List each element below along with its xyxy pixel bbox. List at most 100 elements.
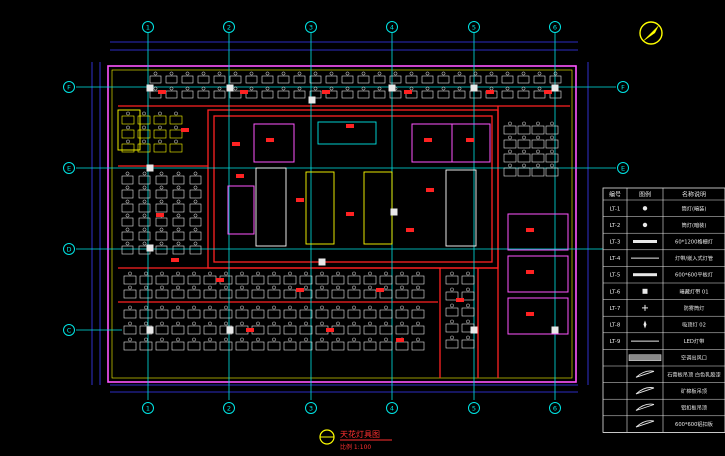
legend-description: 石膏板吊顶 白色乳胶漆: [667, 370, 721, 378]
legend-description: 铝扣板吊顶: [681, 404, 707, 412]
chair: [265, 86, 270, 91]
axis-bubble-label: 6: [553, 405, 557, 413]
desk: [531, 153, 545, 163]
desk: [155, 189, 168, 199]
chair: [550, 135, 554, 140]
chair: [450, 303, 454, 308]
chair: [352, 271, 356, 276]
chair: [128, 285, 132, 290]
chair: [208, 305, 212, 310]
chair: [450, 335, 454, 340]
desk: [153, 115, 167, 125]
desk: [172, 245, 185, 255]
chair: [336, 337, 340, 342]
chair: [368, 285, 372, 290]
desk: [437, 75, 450, 84]
desk: [283, 289, 297, 299]
legend-description: 空调出风口: [681, 354, 707, 362]
chair: [441, 86, 446, 91]
legend-row: 空调出风口: [603, 354, 725, 367]
chair: [473, 71, 478, 76]
chair: [522, 121, 526, 126]
desk: [155, 203, 168, 213]
axis-bubble-label: 2: [227, 24, 231, 32]
chair: [450, 319, 454, 324]
column-marker: [390, 208, 398, 216]
chair: [505, 86, 510, 91]
chair: [192, 321, 196, 326]
column-marker: [318, 258, 326, 266]
chair: [176, 241, 181, 246]
chair: [160, 271, 164, 276]
chair: [240, 337, 244, 342]
desk: [138, 231, 151, 241]
axis-bubble-top: 4: [386, 21, 398, 33]
chair: [400, 321, 404, 326]
chair: [265, 71, 270, 76]
chair: [416, 305, 420, 310]
desk: [517, 75, 530, 84]
legend-symbol-icon: [642, 288, 648, 294]
desk: [229, 75, 242, 84]
chair: [201, 86, 206, 91]
desk: [469, 75, 482, 84]
desk: [155, 325, 169, 335]
chair: [272, 305, 276, 310]
chair: [320, 305, 324, 310]
desk: [315, 309, 329, 319]
desk: [187, 309, 201, 319]
desk: [331, 275, 345, 285]
axis-bubble-top: 6: [549, 21, 561, 33]
legend-code: LT-8: [610, 323, 621, 329]
axis-bubble-left: D: [63, 243, 75, 255]
desk: [531, 125, 545, 135]
chair: [176, 171, 181, 176]
light-fixture-marker: [376, 288, 384, 292]
light-fixture-marker: [156, 213, 164, 217]
desk: [395, 309, 409, 319]
desk: [169, 115, 183, 125]
chair: [142, 199, 147, 204]
desk: [213, 90, 226, 99]
chair: [377, 71, 382, 76]
light-fixture-marker: [526, 270, 534, 274]
desk: [517, 153, 531, 163]
desk: [121, 189, 134, 199]
desk: [189, 231, 202, 241]
chair: [400, 285, 404, 290]
desk: [203, 325, 217, 335]
desk: [229, 90, 242, 99]
chair: [176, 271, 180, 276]
desk: [155, 245, 168, 255]
legend-description: 灯带/嵌入式灯管: [675, 254, 713, 262]
chair: [224, 271, 228, 276]
desk: [267, 341, 281, 351]
chair: [352, 337, 356, 342]
chair: [505, 71, 510, 76]
desk: [363, 309, 377, 319]
chair: [128, 321, 132, 326]
desk: [261, 75, 274, 84]
chair: [457, 71, 462, 76]
drawing-title-block: 天花灯具图 比例 1:100: [319, 429, 392, 451]
legend-description: 600*600铝扣板: [675, 420, 714, 428]
chair: [329, 71, 334, 76]
chair: [158, 125, 162, 130]
chair: [272, 337, 276, 342]
chair: [240, 271, 244, 276]
desk: [189, 175, 202, 185]
chair: [536, 121, 540, 126]
building-outline: [107, 65, 577, 383]
desk: [461, 339, 475, 349]
desk: [283, 325, 297, 335]
desk: [315, 289, 329, 299]
chair: [553, 71, 558, 76]
chair: [240, 305, 244, 310]
desk: [379, 325, 393, 335]
column-marker: [470, 84, 478, 92]
chair: [125, 241, 130, 246]
desk: [155, 217, 168, 227]
